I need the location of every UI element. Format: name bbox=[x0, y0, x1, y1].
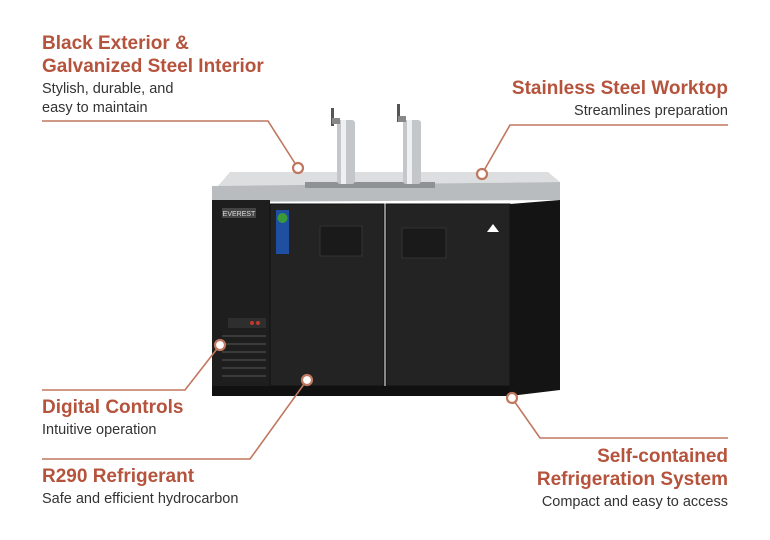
callout-controls-title: Digital Controls bbox=[42, 397, 184, 418]
logo-mark bbox=[487, 224, 499, 232]
callout-exterior-desc-2: easy to maintain bbox=[42, 100, 148, 116]
handle-right bbox=[401, 227, 447, 259]
callout-worktop-desc: Streamlines preparation bbox=[574, 103, 728, 119]
callout-worktop: Stainless Steel Worktop Streamlines prep… bbox=[468, 77, 728, 121]
callout-refrigerant-title: R290 Refrigerant bbox=[42, 466, 195, 487]
callout-exterior: Black Exterior & Galvanized Steel Interi… bbox=[42, 32, 292, 118]
leader-exterior bbox=[42, 120, 299, 169]
callout-exterior-title-2: Galvanized Steel Interior bbox=[42, 56, 264, 77]
stainless-worktop bbox=[218, 172, 560, 186]
callout-worktop-title: Stainless Steel Worktop bbox=[511, 78, 728, 99]
leader-system bbox=[511, 397, 728, 439]
callout-controls-desc: Intuitive operation bbox=[42, 422, 157, 438]
leader-worktop bbox=[481, 124, 728, 175]
brand-badge-text: EVEREST bbox=[223, 211, 256, 218]
tap-tower-left bbox=[331, 108, 355, 184]
callout-exterior-title-1: Black Exterior & bbox=[42, 33, 189, 54]
callout-exterior-desc-1: Stylish, durable, and bbox=[42, 81, 174, 97]
leader-refrigerant bbox=[42, 379, 308, 460]
dot-controls bbox=[213, 338, 227, 352]
callout-controls: Digital Controls Intuitive operation bbox=[42, 396, 302, 440]
vent-grille bbox=[222, 335, 266, 377]
cabinet-left-panel bbox=[212, 200, 270, 386]
callout-refrigerant: R290 Refrigerant Safe and efficient hydr… bbox=[42, 465, 342, 509]
leader-controls bbox=[42, 344, 221, 391]
dot-exterior bbox=[291, 161, 305, 175]
tap-tower-right bbox=[397, 104, 421, 184]
digital-control-panel bbox=[228, 318, 266, 328]
dot-worktop bbox=[475, 167, 489, 181]
dot-refrigerant bbox=[300, 373, 314, 387]
callout-system-title-2: Refrigeration System bbox=[536, 469, 728, 490]
cabinet-side bbox=[510, 200, 560, 396]
callout-system-desc: Compact and easy to access bbox=[541, 494, 728, 510]
callout-system-title-1: Self-contained bbox=[597, 446, 728, 467]
callout-refrigerant-desc: Safe and efficient hydrocarbon bbox=[42, 491, 239, 507]
cabinet-base bbox=[212, 386, 510, 396]
handle-left bbox=[319, 225, 363, 257]
brand-plate bbox=[222, 208, 256, 218]
worktop-front-edge bbox=[212, 182, 560, 202]
drip-tray bbox=[305, 182, 435, 188]
callout-system: Self-contained Refrigeration System Comp… bbox=[468, 445, 728, 512]
dot-system bbox=[505, 391, 519, 405]
